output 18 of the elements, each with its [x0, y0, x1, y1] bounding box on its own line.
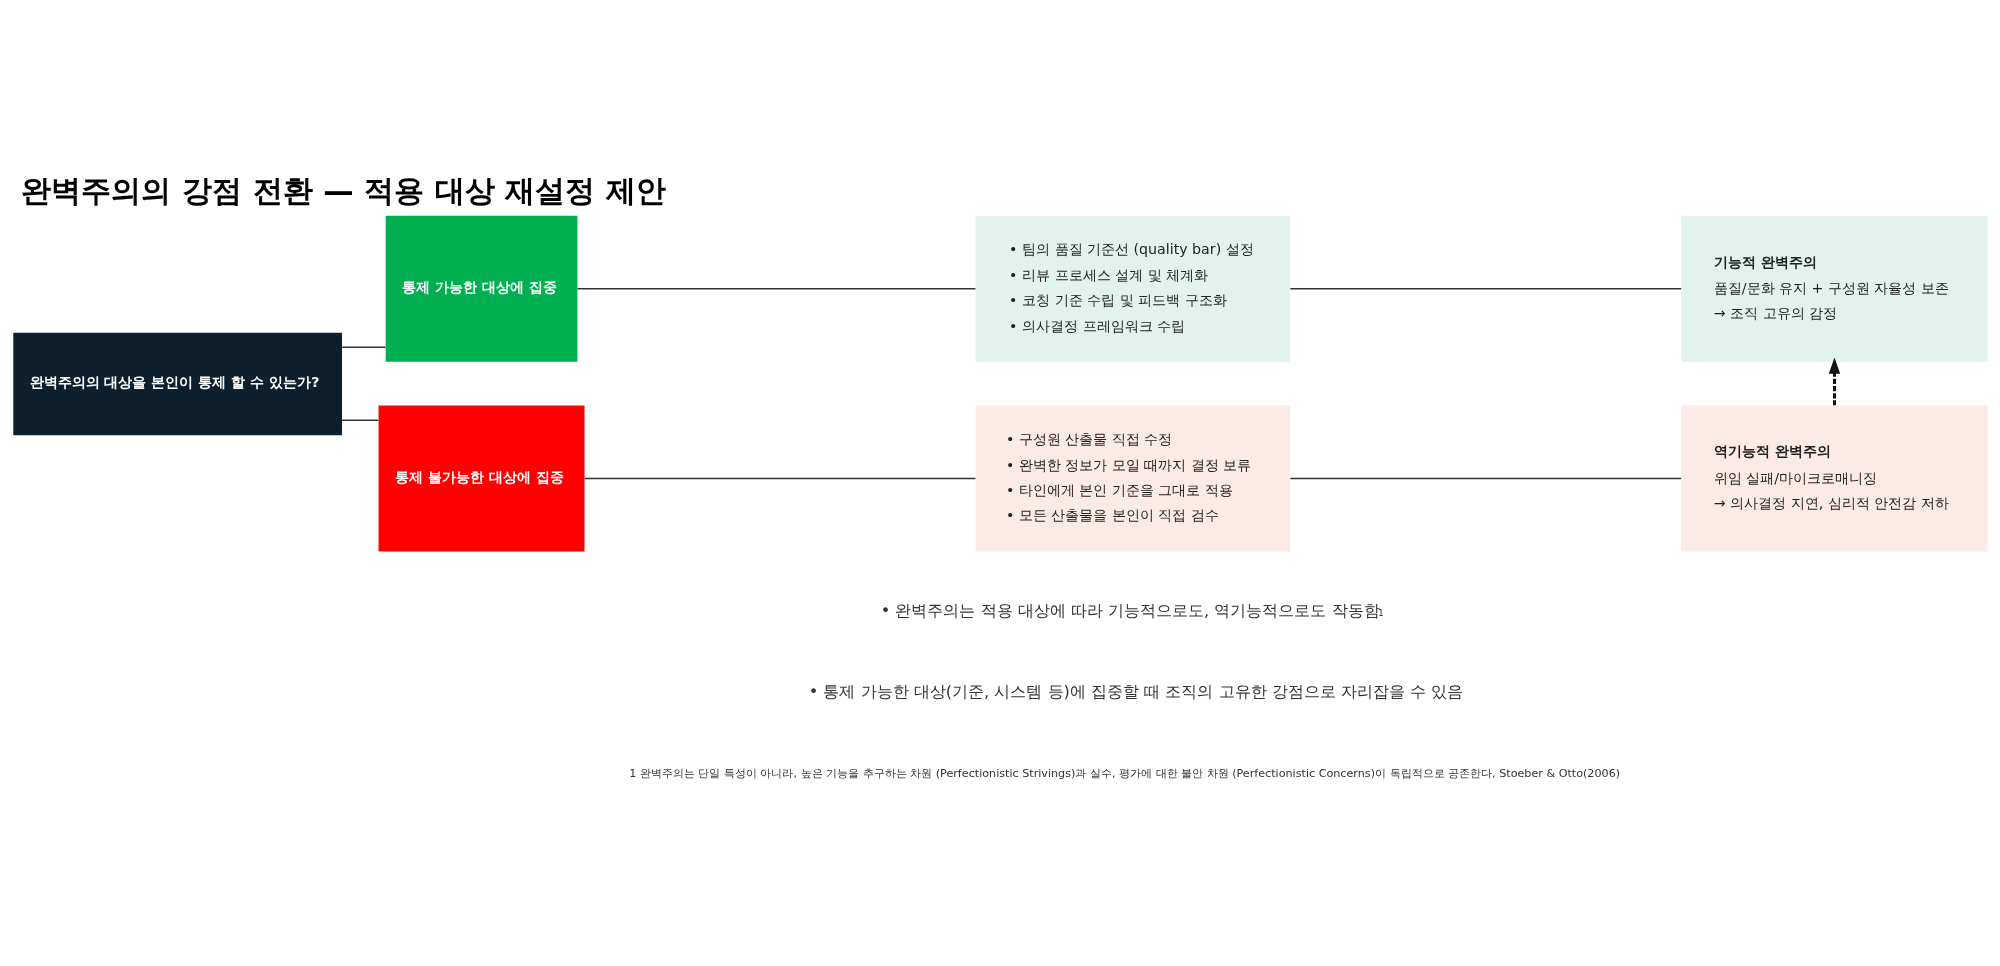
- connector: [576, 287, 976, 290]
- node-box: • 구성원 산출물 직접 수정 • 완벽한 정보가 모일 때까지 결정 보류 • 타인에게 본인 기준을 그대로 적용 • 모든 산출물을 본인이 직접 검수: [975, 405, 1290, 552]
- connector: [1289, 477, 1682, 480]
- label: • 완벽주의는 적용 대상에 따라 기능적으로도, 역기능적으로도 작동함1: [880, 601, 1384, 621]
- node-box: 완벽주의의 대상을 본인이 통제 할 수 있는가?: [12, 332, 342, 436]
- connector: [340, 346, 386, 349]
- diagram-title: 완벽주의의 강점 전환 — 적용 대상 재설정 제안: [20, 173, 666, 209]
- connector: [583, 477, 976, 480]
- node-box: 통제 불가능한 대상에 집중: [378, 405, 584, 552]
- label: 1 완벽주의는 단일 특성이 아니라, 높은 기능을 추구하는 차원 (Perfectionistic Strivings)과 실수, 평가에 대한 불안 차원 (Perfectionistic Concerns)이 독립적으로 공존한다, Stoeber & Otto(2006): [628, 766, 1620, 780]
- connector: [340, 419, 379, 422]
- node-box: 역기능적 완벽주의 위임 실패/마이크로매니징 → 의사결정 지연, 심리적 안전감 저하: [1680, 405, 1988, 552]
- node-box: 통제 가능한 대상에 집중: [385, 215, 577, 362]
- arrow: [1828, 357, 1840, 406]
- label: • 통제 가능한 대상(기준, 시스템 등)에 집중할 때 조직의 고유한 강점으로 자리잡을 수 있음: [808, 682, 1463, 702]
- node-box: • 팀의 품질 기준선 (quality bar) 설정 • 리뷰 프로세스 설계 및 체계화 • 코칭 기준 수립 및 피드백 구조화 • 의사결정 프레임워크 수립: [975, 215, 1290, 362]
- connector: [1289, 287, 1682, 290]
- node-box: 기능적 완벽주의 품질/문화 유지 + 구성원 자율성 보존 → 조직 고유의 감정: [1680, 215, 1988, 362]
